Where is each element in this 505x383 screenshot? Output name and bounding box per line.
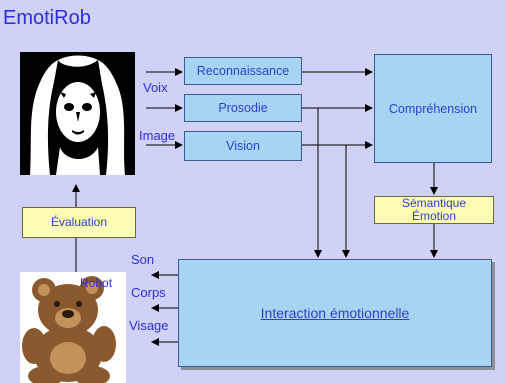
reconnaissance-box: Reconnaissance bbox=[184, 57, 302, 85]
teddy-bear-image bbox=[20, 272, 126, 383]
evaluation-box: Évaluation bbox=[22, 207, 136, 238]
semantique-label: Sémantique bbox=[401, 196, 467, 210]
prosodie-label: Prosodie bbox=[218, 101, 268, 115]
comprehension-box: Compréhension bbox=[374, 54, 492, 163]
output-son-label: Son bbox=[131, 252, 155, 267]
interaction-emotionnelle-box: Interaction émotionnelle bbox=[178, 259, 492, 367]
input-voix-label: Voix bbox=[143, 80, 168, 95]
diagram-title: EmotiRob bbox=[3, 7, 91, 29]
robot-label: Robot bbox=[80, 276, 113, 290]
output-corps-label: Corps bbox=[131, 285, 166, 300]
input-image-label: Image bbox=[139, 128, 176, 143]
vision-label: Vision bbox=[226, 139, 260, 153]
evaluation-label: Évaluation bbox=[50, 215, 108, 229]
output-visage-label: Visage bbox=[129, 318, 169, 333]
vision-box: Vision bbox=[184, 131, 302, 161]
prosodie-box: Prosodie bbox=[184, 94, 302, 122]
reconnaissance-label: Reconnaissance bbox=[196, 64, 290, 78]
interaction-emotionnelle-label: Interaction émotionnelle bbox=[260, 305, 410, 321]
face-image bbox=[20, 52, 135, 175]
comprehension-label: Compréhension bbox=[388, 101, 478, 116]
emotion-label: Émotion bbox=[411, 209, 457, 223]
semantique-emotion-box: Sémantique Émotion bbox=[374, 196, 494, 224]
